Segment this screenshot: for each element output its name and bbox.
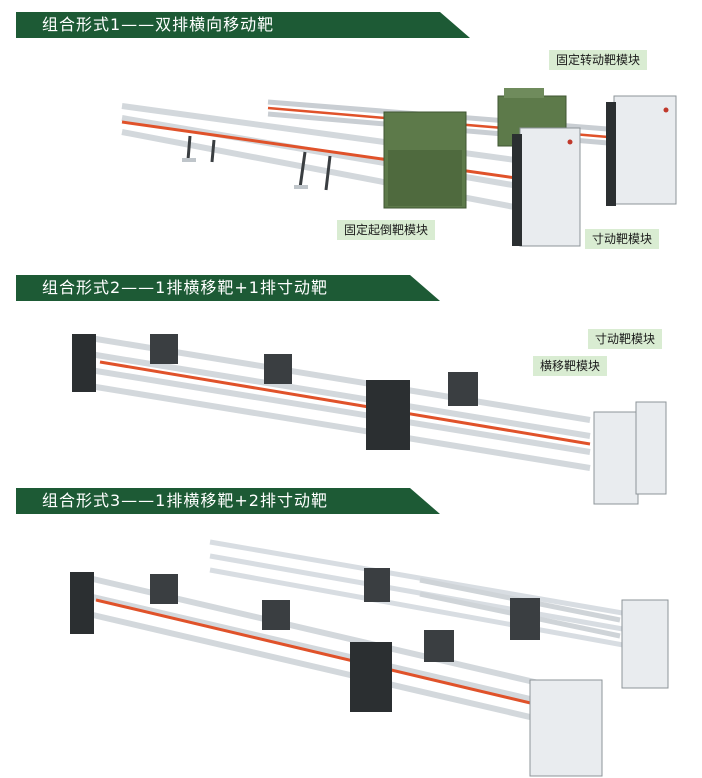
section3-cabinet-back — [621, 599, 669, 689]
section2-cabinet-left — [593, 411, 639, 505]
section1-label-fixed-rotating: 固定转动靶模块 — [549, 50, 648, 70]
section1-label-inch-moving: 寸动靶模块 — [585, 229, 660, 249]
section2-end-plate — [72, 334, 96, 392]
section1-label-fixed-falling: 固定起倒靶模块 — [337, 220, 436, 240]
section2-center-block — [366, 380, 410, 450]
section2-label-lateral-moving: 横移靶模块 — [533, 356, 608, 376]
section2-cabinet-right — [635, 401, 667, 495]
section1-cabinet-front — [519, 127, 581, 247]
section1-cabinet-back — [613, 95, 677, 205]
section2-illustration: 寸动靶模块 横移靶模块 — [0, 310, 702, 505]
section3-end-plate — [70, 572, 94, 634]
section2-cable — [99, 360, 591, 446]
section3-equipment-drawing — [70, 539, 669, 777]
section1-title-banner: 组合形式1——双排横向移动靶 — [16, 12, 470, 38]
section3-cable — [95, 598, 561, 712]
section3-center-block — [350, 642, 392, 712]
section2-title: 组合形式2——1排横移靶+1排寸动靶 — [42, 278, 328, 297]
section1-equipment-drawing — [121, 88, 677, 247]
section2-title-banner: 组合形式2——1排横移靶+1排寸动靶 — [16, 275, 440, 301]
section2-equipment-drawing — [72, 334, 667, 505]
section2-label-inch-moving: 寸动靶模块 — [588, 329, 663, 349]
section3-illustration — [0, 520, 702, 778]
section3-title-banner: 组合形式3——1排横移靶+2排寸动靶 — [16, 488, 440, 514]
section1-illustration: 固定转动靶模块 固定起倒靶模块 寸动靶模块 — [0, 40, 702, 270]
section3-cabinet-front — [529, 679, 603, 777]
section1-title: 组合形式1——双排横向移动靶 — [42, 15, 275, 34]
section3-title: 组合形式3——1排横移靶+2排寸动靶 — [42, 491, 328, 510]
